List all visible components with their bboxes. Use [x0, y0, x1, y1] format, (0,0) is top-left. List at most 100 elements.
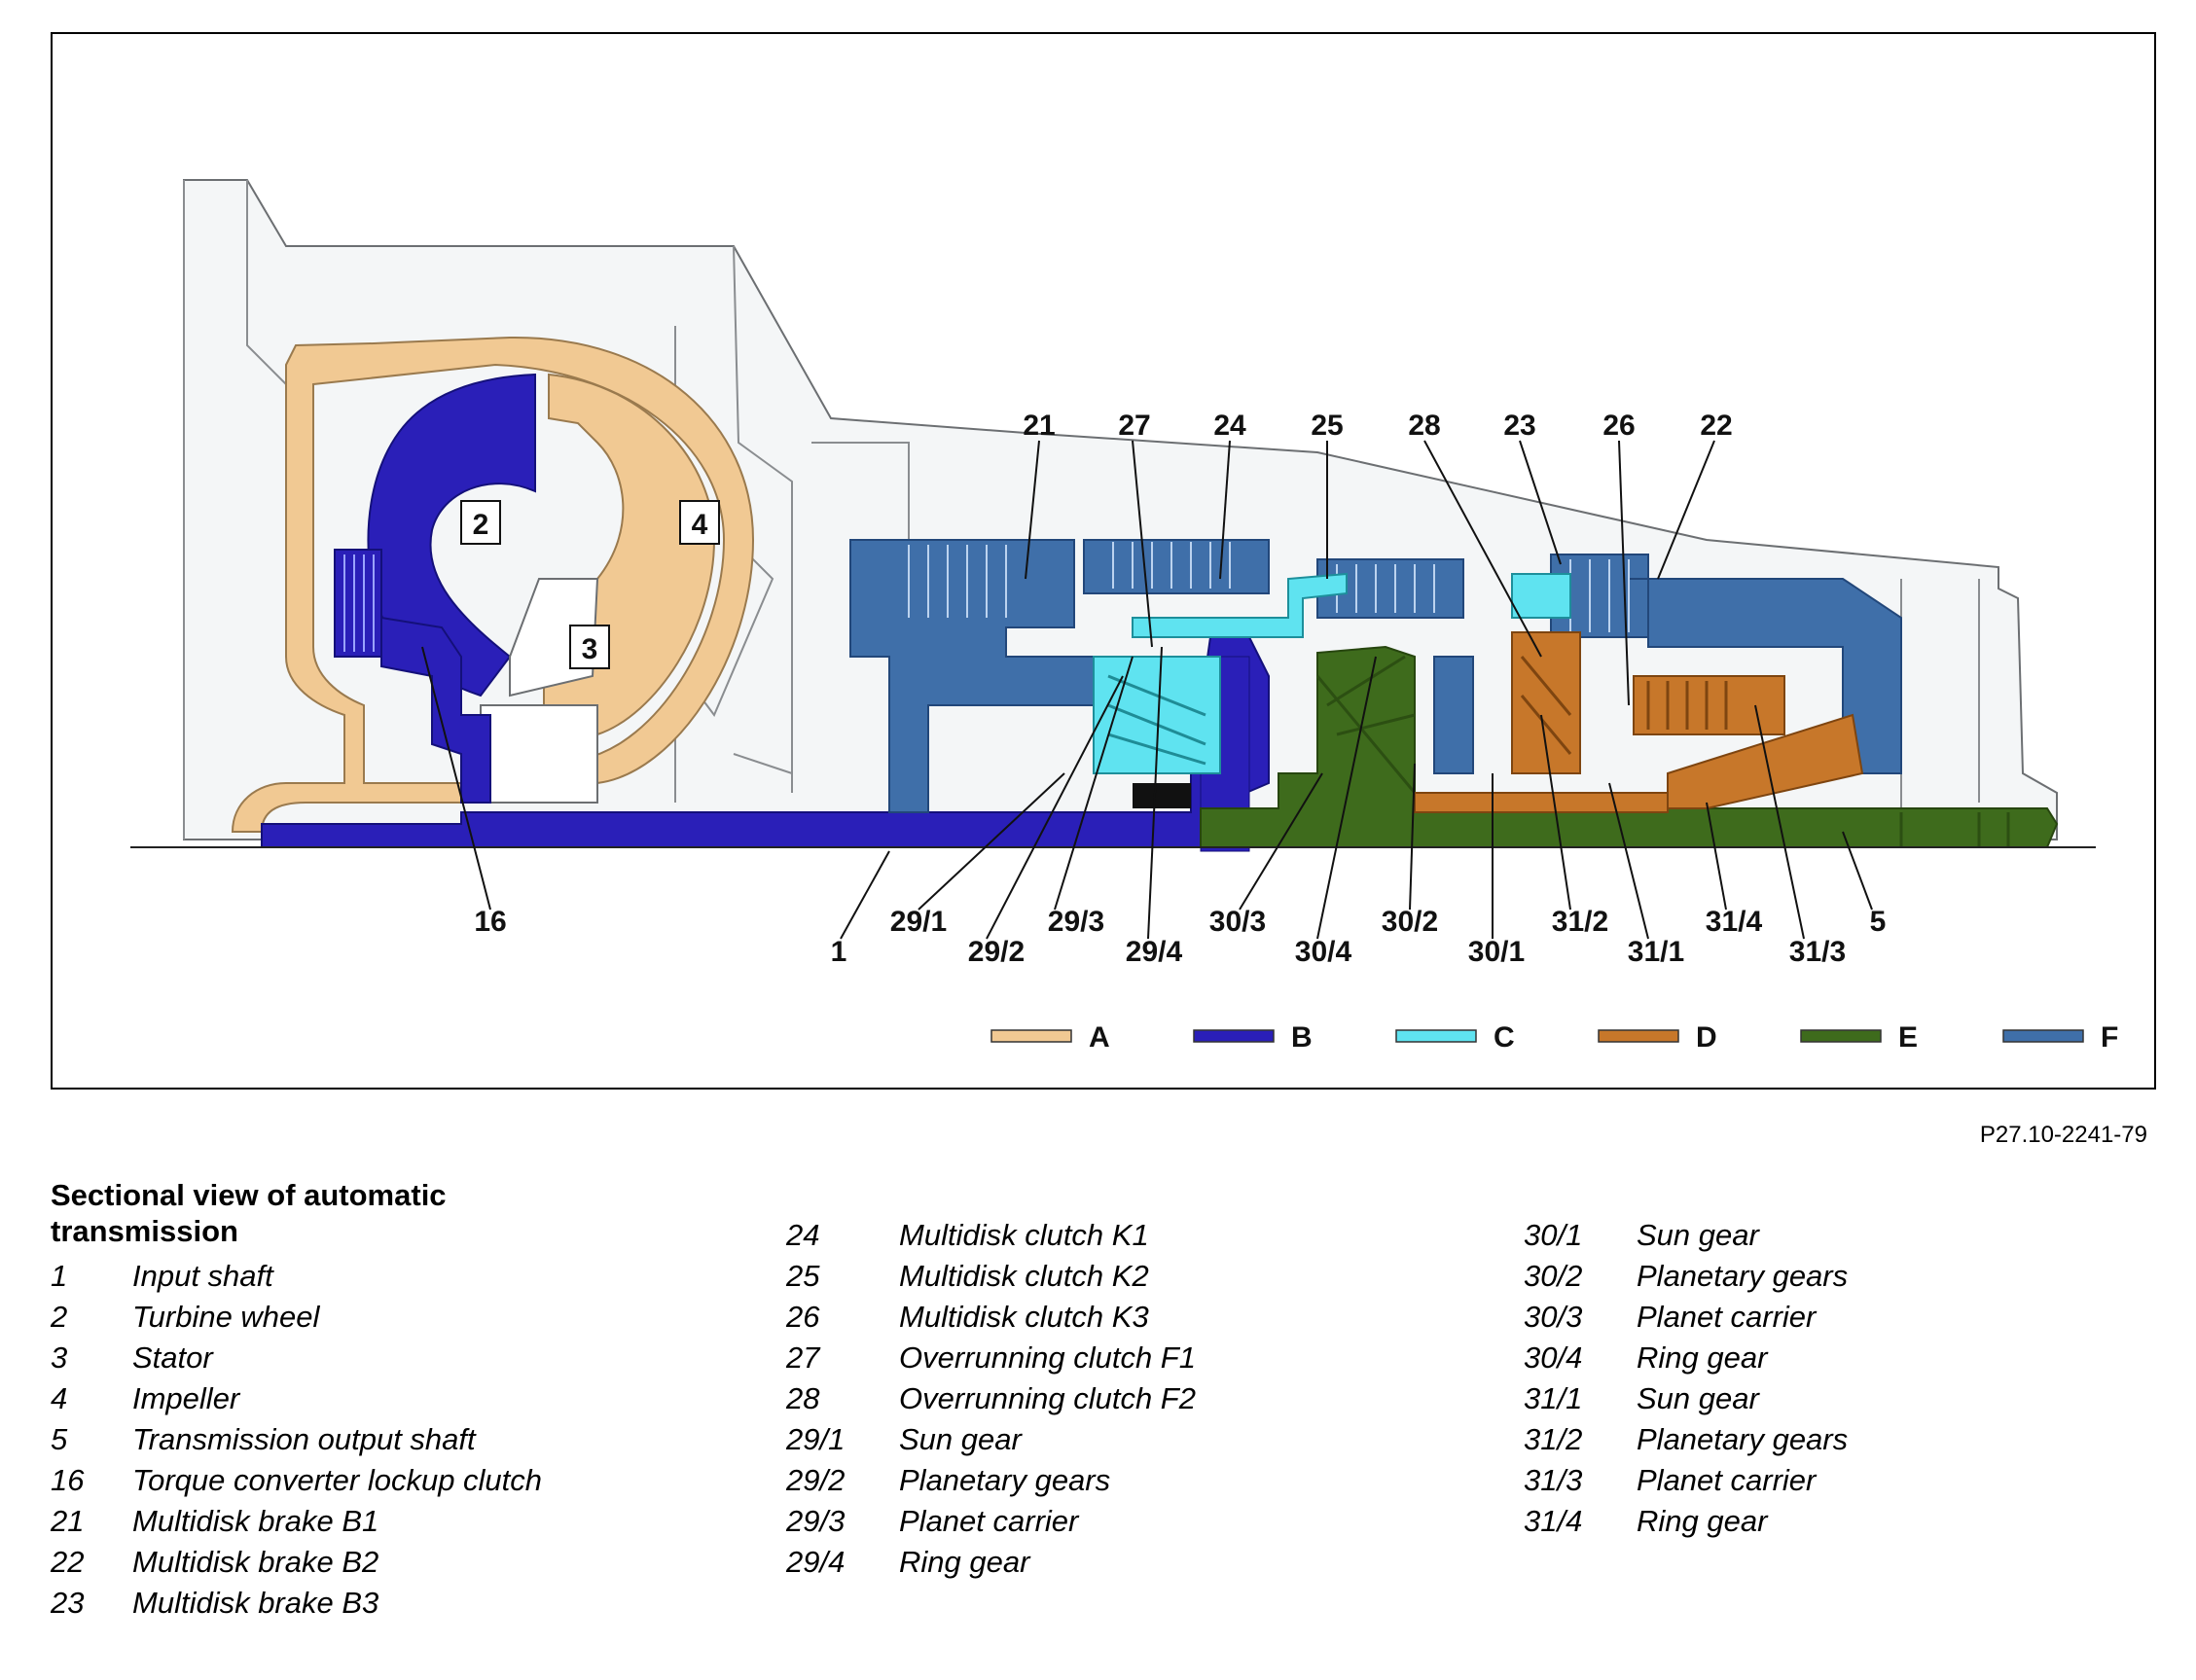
- callout-1: 1: [831, 936, 847, 968]
- legend-item-description: Sun gear: [1637, 1218, 1759, 1252]
- legend-item-number: 16: [51, 1463, 85, 1497]
- legend-item-description: Overrunning clutch F1: [899, 1340, 1196, 1375]
- callout-30-2: 30/2: [1382, 906, 1438, 938]
- legend-item-description: Multidisk brake B2: [132, 1545, 379, 1579]
- top-callouts: 21 27 24 25 28 23 26 22: [1023, 410, 1732, 442]
- legend-item-number: 25: [786, 1259, 820, 1293]
- callout-31-3: 31/3: [1789, 936, 1846, 968]
- legend-swatch-b: [1193, 1029, 1275, 1043]
- legend-item-number: 30/4: [1524, 1340, 1583, 1375]
- legend-item-number: 27: [786, 1340, 820, 1375]
- callout-21: 21: [1023, 410, 1055, 442]
- callout-22: 22: [1700, 410, 1732, 442]
- figure-code: P27.10-2241-79: [1979, 1122, 2147, 1148]
- callout-26: 26: [1602, 410, 1635, 442]
- callout-30-1: 30/1: [1468, 936, 1525, 968]
- callout-5: 5: [1870, 906, 1887, 938]
- legend-item-description: Sun gear: [1637, 1381, 1759, 1415]
- legend-item-number: 29/3: [786, 1504, 846, 1538]
- legend-item-description: Turbine wheel: [132, 1300, 320, 1334]
- overrunning-clutch-f1-block: [1133, 783, 1191, 808]
- legend-swatch-label-a: A: [1089, 1021, 1110, 1054]
- legend-swatch-label-c: C: [1494, 1021, 1515, 1054]
- inline-label-turbine: 2: [473, 509, 489, 541]
- legend-swatch-c: [1395, 1029, 1477, 1043]
- legend-item-description: Ring gear: [899, 1545, 1030, 1579]
- legend-swatch-a: [990, 1029, 1072, 1043]
- legend-item-description: Sun gear: [899, 1422, 1022, 1456]
- lockup-clutch-plates: [343, 554, 375, 652]
- callout-28: 28: [1408, 410, 1440, 442]
- callout-31-4: 31/4: [1706, 906, 1763, 938]
- callout-16: 16: [474, 906, 506, 938]
- legend-item-description: Ring gear: [1637, 1504, 1768, 1538]
- legend-item-number: 31/4: [1524, 1504, 1583, 1538]
- legend-item-number: 23: [51, 1586, 85, 1620]
- callout-29-2: 29/2: [968, 936, 1025, 968]
- legend-item-description: Planet carrier: [899, 1504, 1079, 1538]
- callout-29-4: 29/4: [1126, 936, 1183, 968]
- figure-caption: Sectional view of automatic transmission: [51, 1178, 447, 1248]
- legend-item-number: 29/2: [786, 1463, 846, 1497]
- legend-item-description: Multidisk clutch K2: [899, 1259, 1149, 1293]
- legend-item-description: Planetary gears: [1637, 1422, 1849, 1456]
- legend-item-number: 29/1: [786, 1422, 846, 1456]
- legend-item-description: Planetary gears: [1637, 1259, 1849, 1293]
- legend-item-number: 2: [51, 1300, 68, 1334]
- legend-item-number: 26: [786, 1300, 820, 1334]
- legend-swatch-e: [1800, 1029, 1882, 1043]
- legend-item-number: 30/3: [1524, 1300, 1583, 1334]
- legend-item-description: Planetary gears: [899, 1463, 1111, 1497]
- legend-item-description: Multidisk clutch K3: [899, 1300, 1149, 1334]
- stator-hub: [480, 704, 598, 804]
- callout-29-1: 29/1: [890, 906, 947, 938]
- callout-25: 25: [1311, 410, 1343, 442]
- legend-item-description: Multidisk clutch K1: [899, 1218, 1149, 1252]
- bottom-callouts: 16 1 29/1 29/2 29/3 29/4 30/3 30/4 30/2 …: [474, 906, 1886, 968]
- legend-item-description: Input shaft: [132, 1259, 273, 1293]
- legend-item-description: Multidisk brake B3: [132, 1586, 379, 1620]
- callout-23: 23: [1503, 410, 1535, 442]
- legend-item-description: Impeller: [132, 1381, 240, 1415]
- planetary-set-d: [1414, 631, 1864, 813]
- legend-item-number: 30/1: [1524, 1218, 1583, 1252]
- inline-part-labels: 2 4 3: [460, 500, 720, 669]
- callout-27: 27: [1118, 410, 1150, 442]
- callout-31-1: 31/1: [1628, 936, 1684, 968]
- legend-item-number: 31/2: [1524, 1422, 1583, 1456]
- legend-item-number: 31/1: [1524, 1381, 1583, 1415]
- legend-item-number: 4: [51, 1381, 68, 1415]
- planetary-set-d-teeth: [1520, 656, 1728, 755]
- legend-item-description: Torque converter lockup clutch: [132, 1463, 543, 1497]
- legend-item-number: 5: [51, 1422, 68, 1456]
- legend-swatch-label-f: F: [2101, 1021, 2118, 1054]
- inline-label-impeller: 4: [692, 509, 708, 541]
- leader-lines: [421, 440, 1873, 940]
- callout-24: 24: [1213, 410, 1246, 442]
- callout-31-2: 31/2: [1552, 906, 1608, 938]
- legend-item-number: 22: [51, 1545, 85, 1579]
- legend-item-number: 1: [51, 1259, 68, 1293]
- legend-item-number: 24: [786, 1218, 820, 1252]
- clutch-disk-striations: [908, 542, 1630, 632]
- legend-item-description: Overrunning clutch F2: [899, 1381, 1196, 1415]
- lockup-piston: [380, 616, 491, 804]
- diagram-frame: 2 4 3 21 27 24 25: [51, 32, 2156, 1090]
- legend-item-description: Multidisk brake B1: [132, 1504, 379, 1538]
- legend-item-number: 3: [51, 1340, 68, 1375]
- legend-item-number: 31/3: [1524, 1463, 1583, 1497]
- legend-swatch-label-d: D: [1696, 1021, 1717, 1054]
- inline-label-stator: 3: [582, 633, 598, 665]
- legend-item-description: Transmission output shaft: [132, 1422, 476, 1456]
- legend-swatch-label-e: E: [1898, 1021, 1918, 1054]
- callout-30-3: 30/3: [1209, 906, 1266, 938]
- legend-item-description: Planet carrier: [1637, 1463, 1817, 1497]
- callout-29-3: 29/3: [1048, 906, 1104, 938]
- legend-item-number: 29/4: [786, 1545, 846, 1579]
- transmission-section-diagram: 2 4 3 21 27 24 25: [130, 179, 2118, 1054]
- callout-30-4: 30/4: [1295, 936, 1352, 968]
